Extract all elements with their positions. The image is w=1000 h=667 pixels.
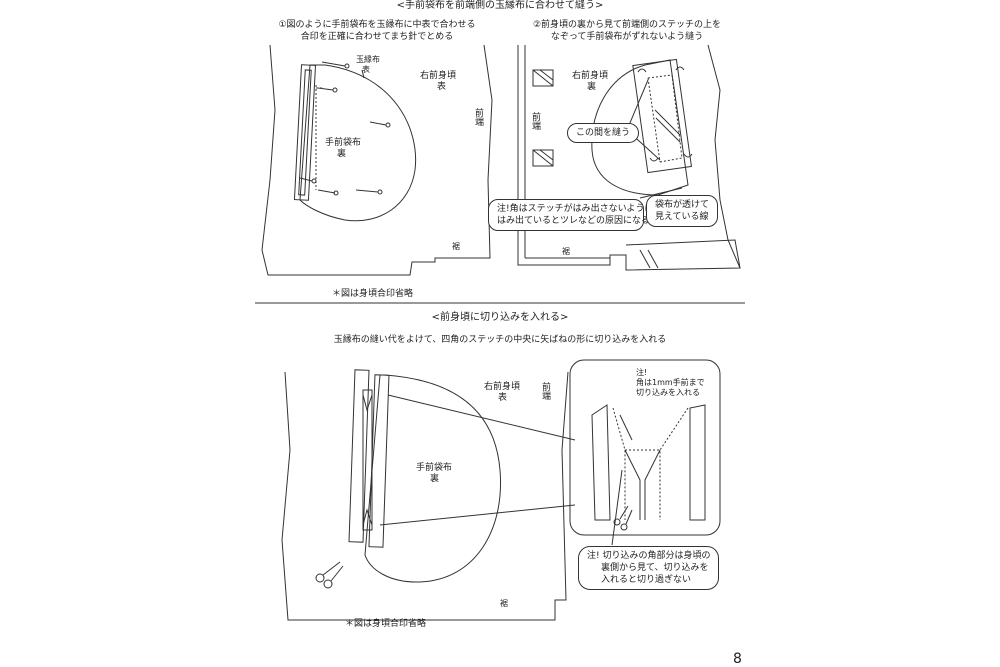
body-outline-2 bbox=[281, 371, 569, 621]
cut-note-line2: 裏側から見て、切り込みを bbox=[601, 563, 709, 573]
pin-icon bbox=[299, 61, 391, 196]
right-body-outline bbox=[517, 44, 741, 271]
section2-body-face: 表 bbox=[498, 393, 508, 403]
section2-footnote: ＊図は身頃合印省略 bbox=[345, 619, 427, 629]
step2-line2: なぞって手前袋布がずれないよう縫う bbox=[550, 32, 704, 42]
zoom-note-1: 注! bbox=[636, 368, 648, 377]
corner-note-line2: はみ出ているとツレなどの原因になる bbox=[497, 216, 651, 226]
section2-front-edge: 前端 bbox=[540, 382, 550, 400]
left-pocket-label: 手前袋布 bbox=[325, 138, 362, 148]
left-body-outline bbox=[261, 44, 493, 276]
piping-strip-2 bbox=[348, 369, 370, 543]
section2-pocket-face: 裏 bbox=[430, 474, 440, 484]
left-body-label: 右前身頃 bbox=[420, 71, 457, 81]
left-front-edge: 前端 bbox=[473, 108, 483, 126]
pocket-bag-2 bbox=[364, 374, 502, 583]
left-hem-label: 裾 bbox=[452, 242, 460, 251]
cut-corner-note-callout: 注! 切り込みの角部分は身頃の 裏側から見て、切り込みを 入れると切り過ぎない bbox=[578, 546, 720, 590]
right-body-face: 裏 bbox=[587, 82, 597, 92]
step2-line1: ②前身頃の裏から見て前端側のステッチの上を bbox=[532, 20, 722, 30]
right-piping-strip bbox=[632, 58, 693, 174]
right-hem-label: 裾 bbox=[562, 247, 570, 256]
zoom-note-3: 切り込みを入れる bbox=[636, 388, 700, 397]
corner-note-line1: 注!角はステッチがはみ出さないように bbox=[497, 204, 654, 214]
sew-here-callout: この間を縫う bbox=[567, 123, 640, 143]
left-piping-strip bbox=[293, 64, 317, 201]
scissors-icon bbox=[315, 561, 344, 589]
right-body-label: 右前身頃 bbox=[572, 71, 609, 81]
corner-note-callout: 注!角はステッチがはみ出さないように はみ出ているとツレなどの原因になる bbox=[488, 199, 654, 231]
section2-title: <前身頃に切り込みを入れる> bbox=[431, 312, 569, 323]
section2-instruction: 玉縁布の縫い代をよけて、四角のステッチの中央に矢ばねの形に切り込みを入れる bbox=[333, 335, 667, 345]
page-number: 8 bbox=[733, 651, 742, 667]
left-piping-face: 表 bbox=[362, 65, 370, 74]
left-pocket-face: 裏 bbox=[337, 149, 347, 159]
zoom-note-2: 角は1mm手前まで bbox=[636, 378, 705, 387]
section1-footnote: ＊図は身頃合印省略 bbox=[332, 289, 414, 299]
section2-body-label: 右前身頃 bbox=[484, 382, 521, 392]
section2-pocket-label: 手前袋布 bbox=[416, 463, 453, 473]
left-body-face: 表 bbox=[437, 82, 447, 92]
left-pocket-bag bbox=[299, 64, 417, 222]
cut-note-line1: 注! 切り込みの角部分は身頃の bbox=[587, 551, 711, 561]
left-piping-label: 玉縁布 bbox=[356, 55, 380, 64]
cut-note-line3: 入れると切り過ぎない bbox=[601, 575, 692, 585]
section1-title: <手前袋布を前端側の玉縁布に合わせて縫う> bbox=[396, 0, 604, 11]
step1-line2: 合印を正確に合わせてまち針でとめる bbox=[300, 32, 454, 42]
seethrough-line1: 袋布が透けて bbox=[655, 200, 710, 210]
right-front-edge: 前端 bbox=[530, 112, 540, 130]
right-pocket-bag bbox=[591, 59, 689, 196]
seethrough-line2: 見えている線 bbox=[655, 212, 709, 222]
seethrough-callout: 袋布が透けて 見えている線 bbox=[646, 195, 719, 227]
zoom-detail-box bbox=[569, 359, 721, 536]
step1-line1: ①図のように手前袋布を玉縁布に中表で合わせる bbox=[278, 20, 476, 30]
section2-hem-label: 裾 bbox=[500, 599, 508, 608]
zoom-scissors-icon bbox=[613, 505, 633, 531]
